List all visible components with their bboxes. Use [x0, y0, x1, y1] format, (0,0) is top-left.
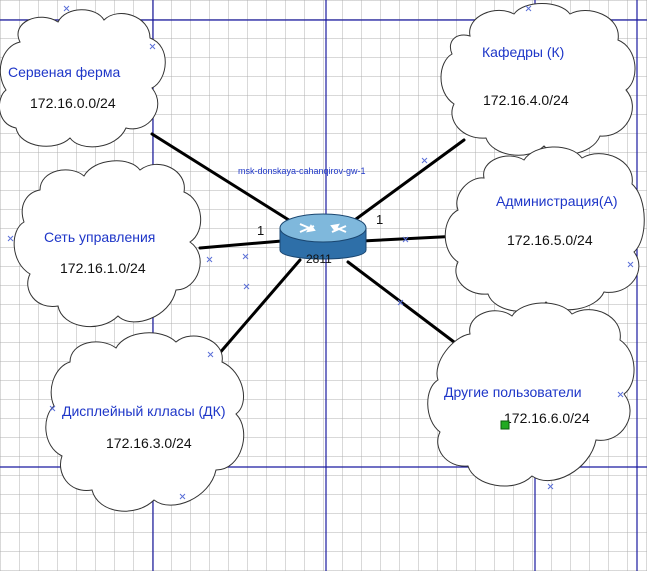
cloud-label: Дисплейный клласы (ДК): [62, 403, 225, 419]
cloud-administration[interactable]: Администрация(А) 172.16.5.0/24: [444, 146, 645, 312]
cloud-network: 172.16.0.0/24: [30, 95, 116, 111]
cloud-departments[interactable]: Кафедры (К) 172.16.4.0/24: [440, 3, 636, 156]
x-marker: [242, 253, 249, 260]
link-departments[interactable]: [350, 138, 466, 224]
cloud-label: Сервеная ферма: [8, 64, 120, 80]
port-label-left: 1: [257, 223, 264, 238]
cloud-other-users[interactable]: Другие пользователи 172.16.6.0/24: [427, 302, 635, 487]
link-management[interactable]: [198, 239, 284, 250]
x-marker: [617, 391, 624, 398]
cloud-label: Сеть управления: [44, 229, 155, 245]
x-marker: [525, 5, 532, 12]
cloud-network: 172.16.3.0/24: [106, 435, 192, 451]
x-marker: [7, 235, 14, 242]
link-markers: [7, 5, 634, 500]
x-marker: [243, 283, 250, 290]
cloud-display-classes[interactable]: Дисплейный клласы (ДК) 172.16.3.0/24: [45, 332, 245, 512]
x-marker: [547, 483, 554, 490]
links: [150, 132, 466, 357]
x-marker: [49, 405, 56, 412]
x-marker: [63, 5, 70, 12]
cloud-network: 172.16.4.0/24: [483, 92, 569, 108]
router-model: 2811: [306, 252, 332, 266]
x-marker: [179, 493, 186, 500]
cloud-shape: [444, 146, 645, 312]
cloud-shape: [427, 302, 635, 487]
x-marker: [206, 256, 213, 263]
x-marker: [421, 157, 428, 164]
x-marker: [402, 236, 409, 243]
cloud-network: 172.16.5.0/24: [507, 232, 593, 248]
cloud-management[interactable]: Сеть управления 172.16.1.0/24: [13, 160, 202, 328]
port-label-right: 1: [376, 212, 383, 227]
router-top: [279, 213, 367, 243]
router-2811[interactable]: 2811: [279, 213, 367, 266]
x-marker: [207, 351, 214, 358]
cloud-network: 172.16.1.0/24: [60, 260, 146, 276]
selection-handle[interactable]: [500, 420, 510, 430]
cloud-shape: [0, 9, 166, 148]
cloud-network: 172.16.6.0/24: [504, 410, 590, 426]
cloud-label: Администрация(А): [496, 193, 618, 209]
link-administration[interactable]: [360, 234, 462, 243]
cloud-shape: [45, 332, 245, 512]
router-arrows-icon: [299, 223, 347, 233]
link-server-farm[interactable]: [150, 132, 294, 224]
x-marker: [149, 43, 156, 50]
router-hostname: msk-donskaya-cahanqirov-gw-1: [238, 166, 366, 176]
link-display-classes[interactable]: [216, 258, 302, 357]
cloud-shape: [13, 160, 202, 328]
cloud-label: Кафедры (К): [482, 44, 564, 60]
cloud-shape: [440, 3, 636, 156]
x-marker: [397, 299, 404, 306]
link-other-users[interactable]: [346, 260, 460, 347]
cloud-label: Другие пользователи: [444, 384, 582, 400]
cloud-server-farm[interactable]: Сервеная ферма 172.16.0.0/24: [0, 9, 166, 148]
x-marker: [627, 261, 634, 268]
